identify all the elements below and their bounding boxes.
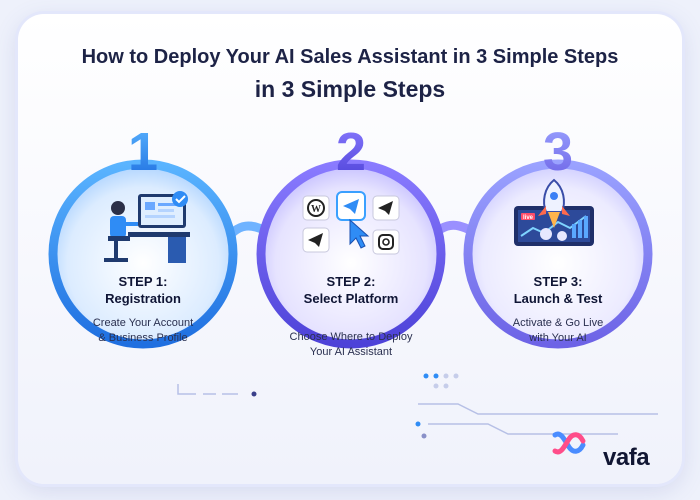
brand-name: vafa xyxy=(603,444,650,471)
step-2-number: 2 xyxy=(336,122,366,182)
step-1-title: STEP 1: xyxy=(118,274,168,289)
step-1-desc-line-2: & Business Profile xyxy=(98,332,188,344)
title-line-2: in 3 Simple Steps xyxy=(254,76,446,102)
steps-diagram: 1 2 3 W xyxy=(48,122,658,455)
svg-text:W: W xyxy=(311,204,321,215)
instagram-icon xyxy=(372,229,400,255)
step-3-number: 3 xyxy=(543,122,573,182)
step-1-description: Create Your Account & Business Profile xyxy=(63,316,223,346)
step-1-number: 1 xyxy=(128,122,158,182)
vafa-logo-icon xyxy=(552,431,586,455)
telegram-icon xyxy=(372,195,400,221)
step-3-desc-line-1: Activate & Go Live xyxy=(512,317,604,329)
step-3-description: Activate & Go Live with Your AI xyxy=(478,316,638,346)
step-3-circle xyxy=(463,159,653,349)
step-2-title: STEP 2: xyxy=(326,274,376,289)
decorative-dots xyxy=(251,373,459,439)
step-3-label: STEP 3: Launch & Test xyxy=(483,273,633,307)
live-badge: live xyxy=(523,215,534,221)
step-3-name: Launch & Test xyxy=(513,291,603,306)
telegram-icon xyxy=(302,227,330,253)
wordpress-icon: W xyxy=(302,195,330,221)
step-1-desc-line-1: Create Your Account xyxy=(92,317,194,329)
step-1-circle xyxy=(48,159,238,349)
step-1-name: Registration xyxy=(105,291,181,306)
step-2-desc-line-2: Your AI Assistant xyxy=(309,346,393,358)
step-3-desc-line-2: with Your AI xyxy=(529,332,587,344)
registration-illustration-icon xyxy=(104,191,190,263)
step-2-name: Select Platform xyxy=(303,291,399,306)
step-2-desc-line-1: Choose Where to Deploy xyxy=(289,331,413,343)
cursor-icon xyxy=(349,218,370,249)
step-2-description: Choose Where to Deploy Your AI Assistant xyxy=(266,330,436,360)
step-1-label: STEP 1: Registration xyxy=(73,273,213,307)
title-line-1: How to Deploy Your AI Sales Assistant in… xyxy=(81,46,619,68)
platform-icons: W xyxy=(302,191,400,255)
launch-illustration-icon: live xyxy=(514,178,594,246)
step-3-title: STEP 3: xyxy=(533,274,583,289)
telegram-icon xyxy=(336,191,366,221)
infographic-card: How to Deploy Your AI Sales Assistant in… xyxy=(18,14,682,484)
step-2-label: STEP 2: Select Platform xyxy=(276,273,426,307)
